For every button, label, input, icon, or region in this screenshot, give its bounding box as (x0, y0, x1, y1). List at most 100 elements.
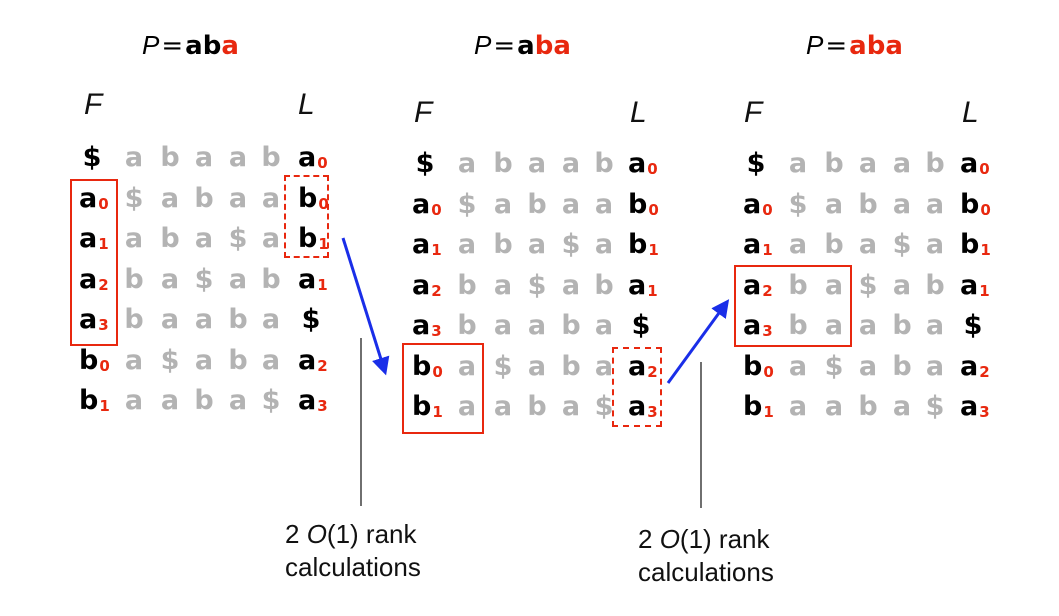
bwm-cell: b (821, 146, 847, 182)
cell-char: a (261, 223, 281, 254)
bwm-cell: a (889, 389, 915, 425)
cell-char: $ (82, 142, 102, 173)
cell-char: a (743, 188, 762, 220)
bwm-cell: $ (157, 343, 183, 379)
f-cell: a1 (79, 221, 109, 262)
rank-subscript: 3 (317, 397, 328, 415)
bwm-cell: a (490, 187, 516, 223)
cell-char: $ (160, 344, 180, 376)
cell-char: a (960, 148, 979, 179)
f-cell: a1 (743, 227, 773, 268)
bwm-cell: $ (855, 268, 881, 304)
cell-char: a (124, 344, 144, 376)
f-cell: a2 (79, 262, 109, 303)
cell-char: a (160, 304, 180, 335)
cell-char: $ (228, 223, 248, 254)
bwm-cell: a (490, 389, 516, 425)
bwm-cell: $ (889, 227, 915, 263)
cell-char: b (594, 269, 614, 301)
f-cell: a1 (412, 227, 442, 268)
bwm-cell: a (157, 383, 183, 419)
cell-char: $ (124, 182, 144, 214)
bwm-cell: a (454, 349, 480, 385)
cell-char: a (561, 188, 581, 220)
rank-subscript: 0 (763, 362, 774, 381)
rank-subscript: 1 (762, 241, 773, 259)
pattern-char: a (553, 31, 571, 61)
l-cell: b0 (298, 181, 329, 222)
bwm-cell: a (821, 389, 847, 425)
cell-char: a (925, 350, 945, 382)
bwm-cell: a (524, 308, 550, 344)
cell-char: a (493, 391, 513, 422)
equals-sign: = (161, 31, 184, 61)
cell-char: a (228, 263, 248, 295)
cell-char: a (824, 310, 844, 341)
cell-char: b (561, 350, 581, 382)
cell-char: a (194, 142, 214, 173)
cell-char: a (788, 350, 808, 382)
cell-char: $ (594, 391, 614, 422)
l-cell: a2 (960, 349, 990, 390)
cell-char: b (892, 310, 912, 341)
bwm-cell: a (225, 140, 251, 176)
bwm-cell: b (591, 146, 617, 182)
f-cell: a0 (79, 181, 109, 222)
bwm-cell: a (157, 262, 183, 298)
l-cell: b0 (628, 187, 659, 228)
bwm-cell: a (785, 227, 811, 263)
cell-char: b (124, 304, 144, 335)
cell-char: a (79, 304, 98, 335)
cell-char: a (160, 263, 180, 295)
cell-char: $ (493, 350, 513, 382)
cell-char: b (925, 269, 945, 301)
cell-char: a (594, 350, 614, 382)
cell-char: a (892, 188, 912, 220)
bwm-cell: a (454, 227, 480, 263)
cell-char: a (925, 229, 945, 260)
l-cell: a3 (298, 383, 328, 424)
bwm-cell: a (191, 302, 217, 338)
cell-char: b (493, 229, 513, 260)
cell-char: a (194, 304, 214, 335)
bwm-cell: a (785, 349, 811, 385)
cell-char: a (824, 188, 844, 220)
bwm-cell: $ (258, 383, 284, 419)
bwm-cell: $ (121, 181, 147, 217)
arrow-2 (666, 299, 730, 384)
bwm-cell: a (121, 221, 147, 257)
bwm-cell: b (889, 349, 915, 385)
bwm-cell: a (591, 227, 617, 263)
cell-char: b (261, 263, 281, 295)
bwm-cell: a (889, 268, 915, 304)
f-column-header: F (744, 96, 763, 129)
cell-char: a (228, 385, 248, 416)
cell-char: $ (261, 385, 281, 416)
bwm-cell: a (591, 349, 617, 385)
cell-char: b (493, 148, 513, 179)
cell-char: b (79, 385, 99, 416)
rank-subscript: 0 (648, 200, 659, 219)
cell-char: a (194, 223, 214, 254)
f-cell: b1 (79, 383, 110, 424)
bwm-cell: $ (524, 268, 550, 304)
rank-subscript: 3 (647, 403, 658, 421)
cell-char: $ (561, 229, 581, 260)
cell-char: a (628, 148, 647, 179)
bwm-cell: b (855, 187, 881, 223)
cell-char: b (788, 269, 808, 301)
cell-char: $ (631, 310, 651, 341)
cell-char: a (892, 391, 912, 422)
cell-char: a (561, 269, 581, 301)
l-cell: $ (298, 302, 324, 338)
bwm-cell: b (225, 343, 251, 379)
cell-char: b (858, 188, 878, 220)
f-range-box-3 (734, 265, 852, 347)
f-cell: $ (743, 146, 769, 182)
cell-char: a (628, 391, 647, 422)
cell-char: a (743, 229, 762, 260)
l-cell: b1 (298, 221, 329, 262)
bwm-cell: a (558, 146, 584, 182)
bwm-cell: $ (558, 227, 584, 263)
cell-char: $ (746, 148, 766, 179)
